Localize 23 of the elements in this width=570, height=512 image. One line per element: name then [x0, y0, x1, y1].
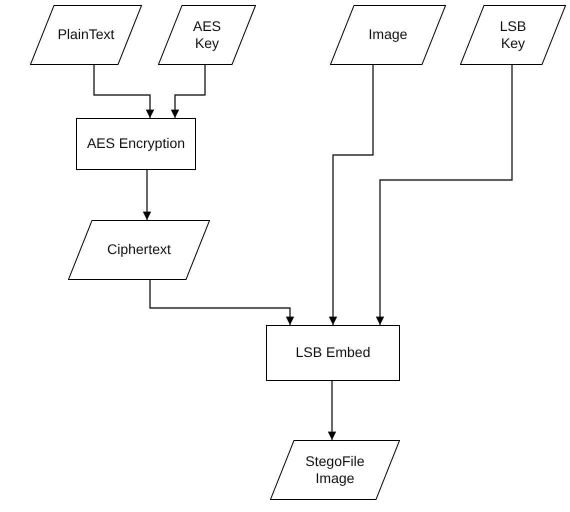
node-label: PlainText — [58, 26, 114, 44]
node-label: LSB Key — [498, 18, 528, 52]
data-parallelogram — [68, 220, 210, 280]
node-label: Ciphertext — [107, 241, 171, 259]
data-parallelogram — [270, 440, 400, 500]
process-box — [266, 325, 400, 381]
node-label: Image — [368, 26, 408, 44]
arrow — [170, 65, 206, 118]
node-label: AES Encryption — [86, 135, 186, 153]
data-parallelogram — [330, 5, 446, 65]
arrow — [93, 65, 154, 118]
data-parallelogram — [460, 5, 566, 65]
node-label: AES Key — [192, 18, 222, 52]
arrow — [328, 65, 374, 325]
arrow — [376, 65, 513, 325]
process-box — [76, 118, 196, 170]
arrow — [142, 170, 152, 220]
arrow — [149, 280, 294, 325]
data-parallelogram — [30, 5, 142, 65]
node-label: LSB Embed — [296, 344, 370, 362]
arrow — [328, 381, 336, 440]
node-label: StegoFile Image — [304, 452, 366, 488]
data-parallelogram — [158, 5, 256, 65]
